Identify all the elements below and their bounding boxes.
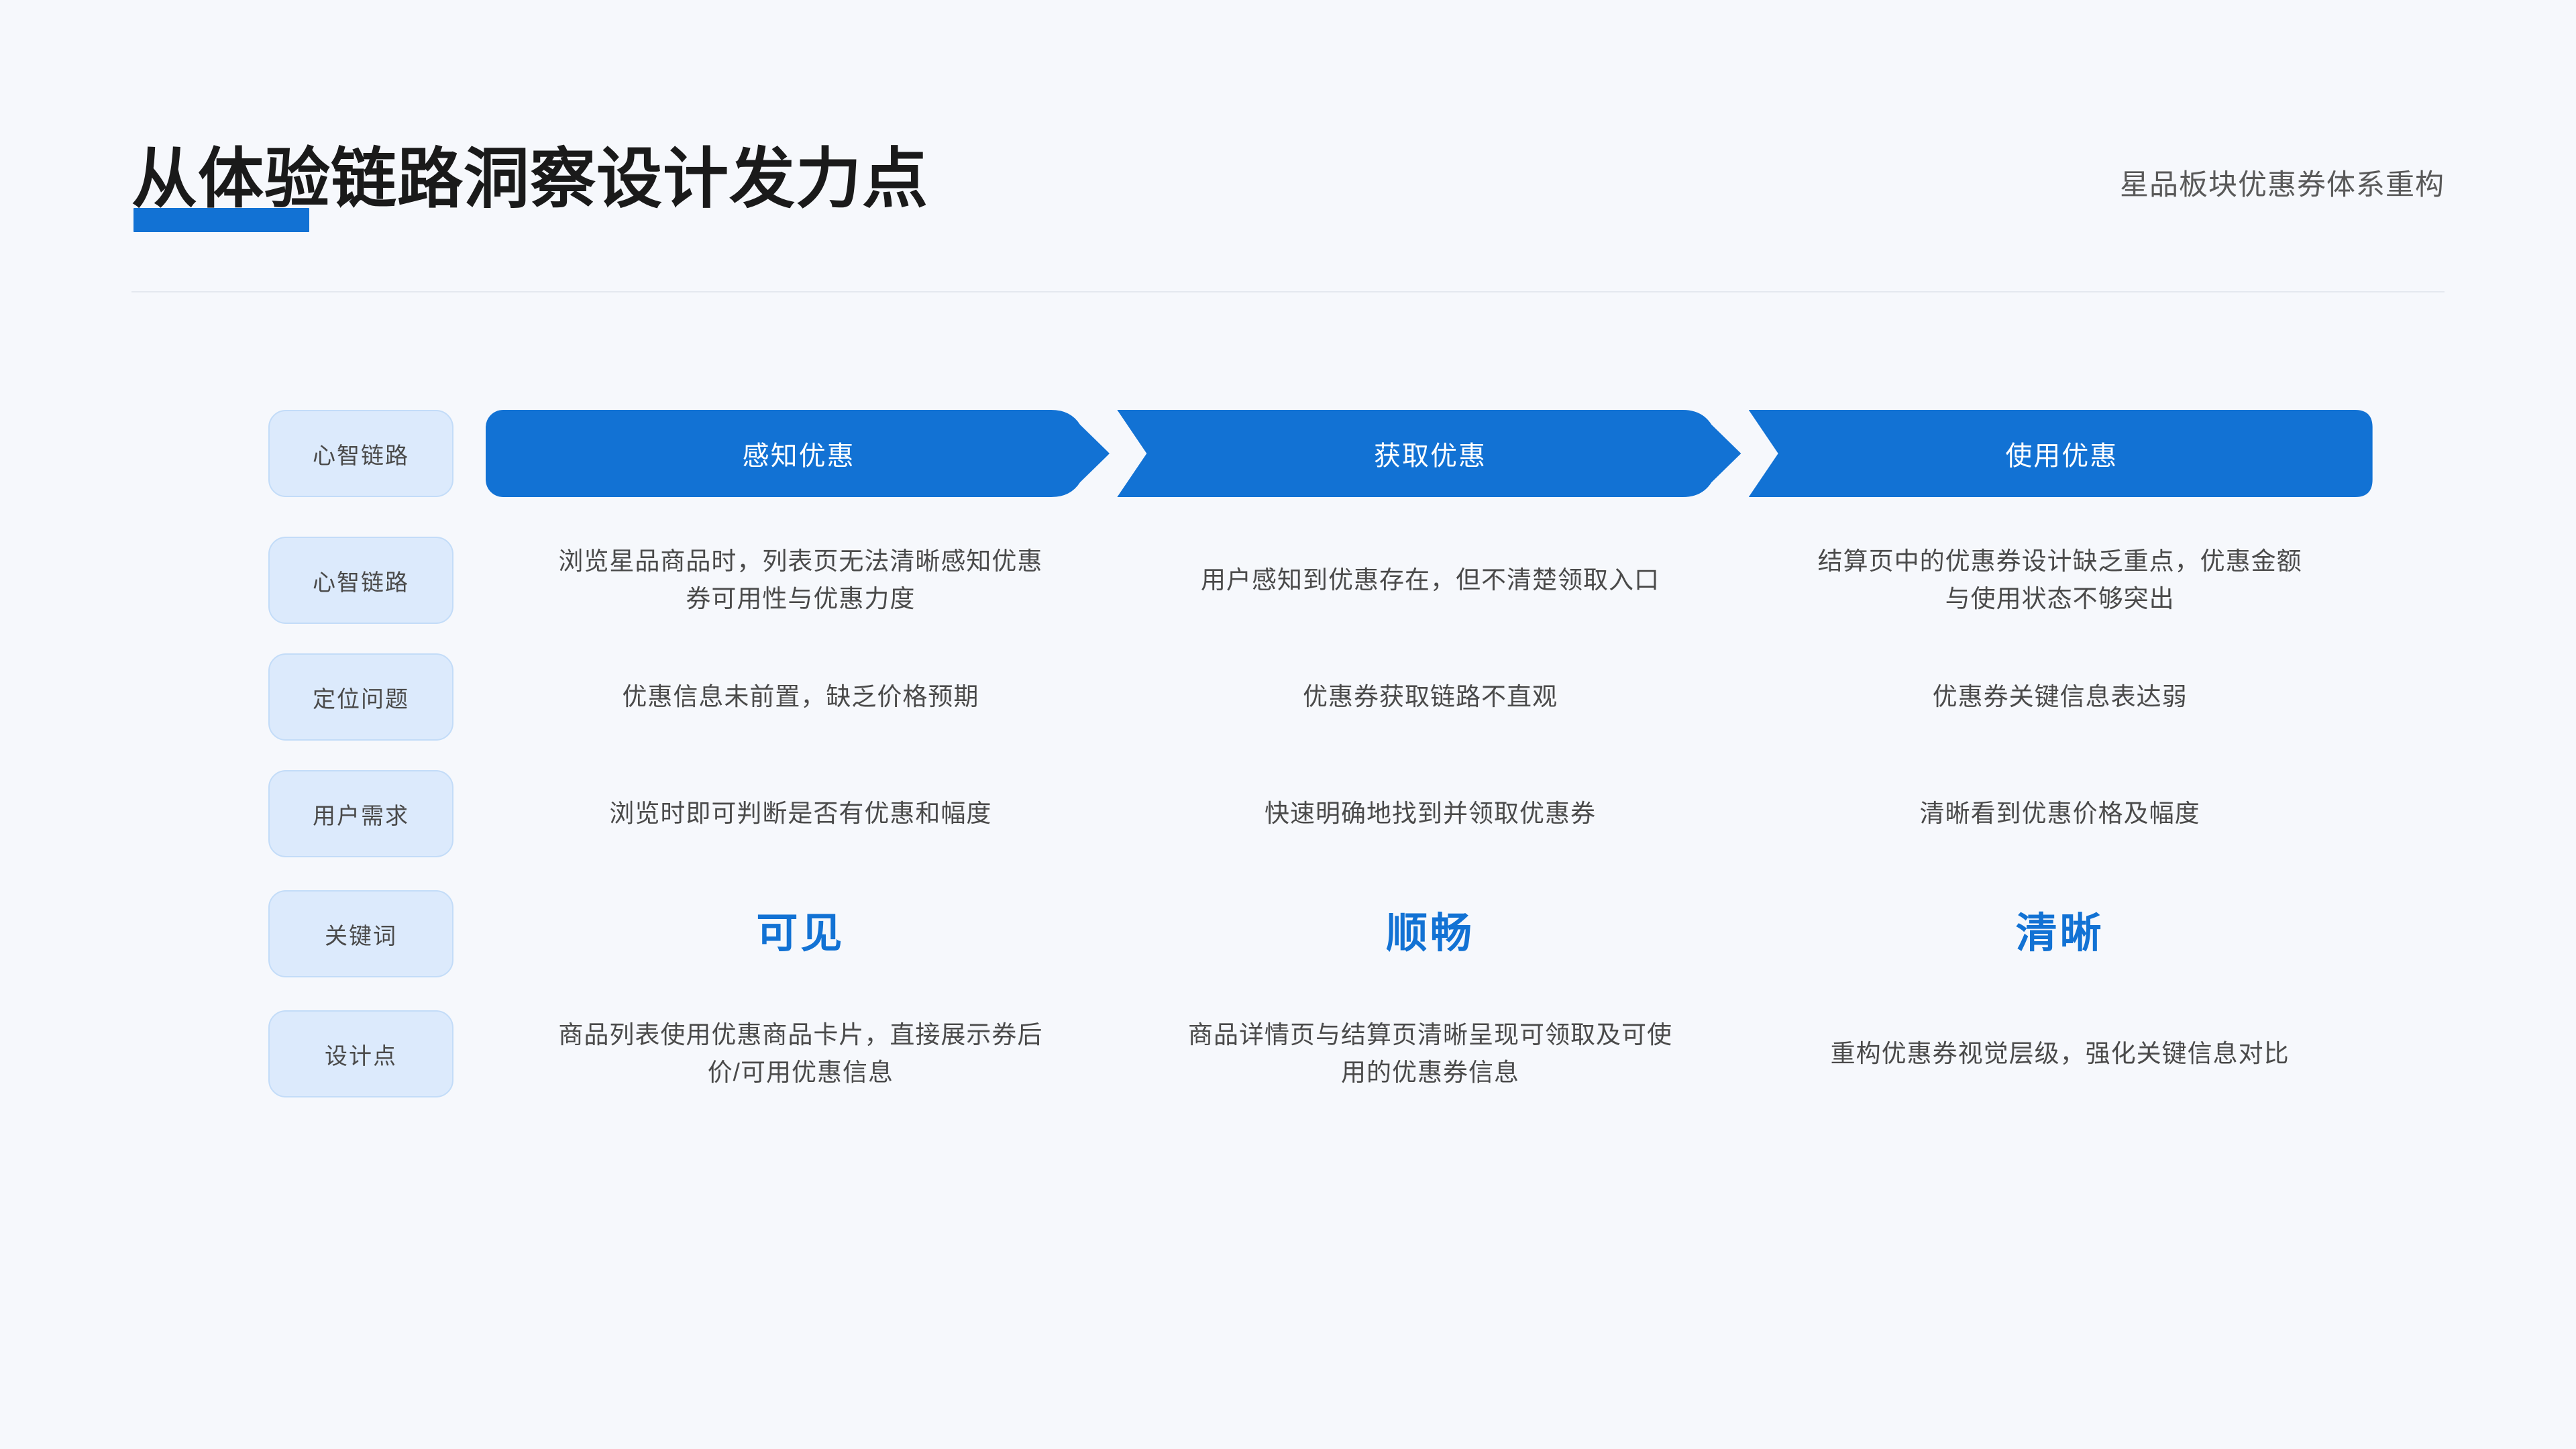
- cell-text: 优惠券关键信息表达弱: [1932, 683, 2188, 710]
- cell-text: 浏览星品商品时，列表页无法清晰感知优惠券可用性与优惠力度: [558, 547, 1043, 612]
- row-label-chip: 心智链路: [268, 410, 453, 497]
- cell-text: 优惠信息未前置，缺乏价格预期: [622, 683, 979, 710]
- matrix-cell: 商品详情页与结算页清晰呈现可领取及可使用的优惠券信息: [1116, 1016, 1746, 1091]
- stage-chevron-acquire[interactable]: 获取优惠: [1117, 410, 1743, 497]
- matrix-cell: 清晰: [1745, 907, 2375, 961]
- matrix-row-mental-path: 心智链路 浏览星品商品时，列表页无法清晰感知优惠券可用性与优惠力度 用户感知到优…: [268, 537, 2375, 624]
- cell-text: 浏览时即可判断是否有优惠和幅度: [609, 800, 992, 827]
- row-label-chip: 定位问题: [268, 653, 453, 741]
- header-divider: [131, 291, 2445, 292]
- row-cells: 优惠信息未前置，缺乏价格预期 优惠券获取链路不直观 优惠券关键信息表达弱: [486, 653, 2375, 741]
- matrix-row-design-point: 设计点 商品列表使用优惠商品卡片，直接展示券后价/可用优惠信息 商品详情页与结算…: [268, 1010, 2375, 1097]
- matrix-cell: 重构优惠券视觉层级，强化关键信息对比: [1745, 1035, 2375, 1073]
- page-subtitle: 星品板块优惠券体系重构: [2120, 169, 2445, 201]
- matrix-row-stage-header: 心智链路 感知优惠 获取优惠 使用优惠: [268, 400, 2375, 507]
- cell-text: 商品详情页与结算页清晰呈现可领取及可使用的优惠券信息: [1188, 1021, 1672, 1086]
- keyword-text: 清晰: [2015, 910, 2104, 957]
- row-cells: 可见 顺畅 清晰: [486, 887, 2375, 981]
- matrix-cell: 优惠券关键信息表达弱: [1745, 678, 2375, 716]
- keyword-text: 可见: [756, 910, 845, 957]
- stage-chevron-label: 感知优惠: [742, 441, 855, 471]
- matrix-row-keyword: 关键词 可见 顺畅 清晰: [268, 887, 2375, 981]
- row-cells: 商品列表使用优惠商品卡片，直接展示券后价/可用优惠信息 商品详情页与结算页清晰呈…: [486, 1010, 2375, 1097]
- cell-text: 结算页中的优惠券设计缺乏重点，优惠金额与使用状态不够突出: [1817, 547, 2302, 612]
- cell-text: 清晰看到优惠价格及幅度: [1919, 800, 2200, 827]
- stage-chevron-group: 感知优惠 获取优惠 使用优惠: [486, 410, 2375, 497]
- slide-header: 从体验链路洞察设计发力点 星品板块优惠券体系重构: [131, 121, 2445, 292]
- matrix-cell: 可见: [486, 907, 1116, 961]
- row-cells: 浏览星品商品时，列表页无法清晰感知优惠券可用性与优惠力度 用户感知到优惠存在，但…: [486, 537, 2375, 624]
- keyword-text: 顺畅: [1386, 910, 1475, 957]
- stage-chevron-label: 获取优惠: [1373, 441, 1487, 471]
- row-label-chip: 用户需求: [268, 770, 453, 857]
- stage-chevron-perceive[interactable]: 感知优惠: [486, 410, 1112, 497]
- cell-text: 商品列表使用优惠商品卡片，直接展示券后价/可用优惠信息: [558, 1021, 1043, 1086]
- title-highlight-bar: [133, 208, 309, 232]
- matrix-cell: 浏览星品商品时，列表页无法清晰感知优惠券可用性与优惠力度: [486, 543, 1116, 618]
- matrix-cell: 清晰看到优惠价格及幅度: [1745, 795, 2375, 833]
- row-label-chip: 设计点: [268, 1010, 453, 1097]
- row-cells: 浏览时即可判断是否有优惠和幅度 快速明确地找到并领取优惠券 清晰看到优惠价格及幅…: [486, 770, 2375, 857]
- cell-text: 快速明确地找到并领取优惠券: [1265, 800, 1596, 827]
- matrix-cell: 商品列表使用优惠商品卡片，直接展示券后价/可用优惠信息: [486, 1016, 1116, 1091]
- experience-matrix: 心智链路 感知优惠 获取优惠 使用优惠 心智链路 浏览星品商品时，列表页无法清晰…: [268, 400, 2375, 1097]
- matrix-row-problem: 定位问题 优惠信息未前置，缺乏价格预期 优惠券获取链路不直观 优惠券关键信息表达…: [268, 653, 2375, 741]
- matrix-cell: 结算页中的优惠券设计缺乏重点，优惠金额与使用状态不够突出: [1745, 543, 2375, 618]
- matrix-cell: 浏览时即可判断是否有优惠和幅度: [486, 795, 1116, 833]
- matrix-cell: 用户感知到优惠存在，但不清楚领取入口: [1116, 561, 1746, 599]
- page-title-wrapper: 从体验链路洞察设计发力点: [131, 138, 928, 232]
- stage-chevron-use[interactable]: 使用优惠: [1749, 410, 2375, 497]
- row-label-chip: 心智链路: [268, 537, 453, 624]
- row-label-chip: 关键词: [268, 890, 453, 977]
- stage-chevron-label: 使用优惠: [2005, 441, 2118, 471]
- matrix-cell: 优惠信息未前置，缺乏价格预期: [486, 678, 1116, 716]
- matrix-cell: 顺畅: [1116, 907, 1746, 961]
- matrix-row-user-need: 用户需求 浏览时即可判断是否有优惠和幅度 快速明确地找到并领取优惠券 清晰看到优…: [268, 770, 2375, 857]
- matrix-cell: 优惠券获取链路不直观: [1116, 678, 1746, 716]
- matrix-cell: 快速明确地找到并领取优惠券: [1116, 795, 1746, 833]
- cell-text: 重构优惠券视觉层级，强化关键信息对比: [1830, 1040, 2290, 1067]
- cell-text: 用户感知到优惠存在，但不清楚领取入口: [1201, 566, 1660, 594]
- cell-text: 优惠券获取链路不直观: [1303, 683, 1558, 710]
- page-title: 从体验链路洞察设计发力点: [131, 142, 929, 215]
